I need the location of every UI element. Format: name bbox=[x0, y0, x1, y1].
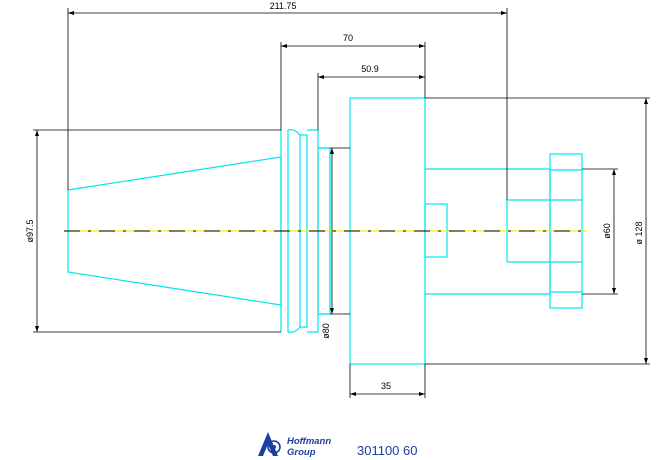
part-number: 301100 60 bbox=[357, 443, 418, 458]
dim-collar-to-end: 50.9 bbox=[361, 64, 379, 74]
dim-flange-width: 35 bbox=[381, 381, 391, 391]
logo-brand-line2: Group bbox=[287, 447, 316, 458]
hoffmann-logo: Hoffmann Group bbox=[258, 432, 331, 458]
dim-spigot-diameter: ø60 bbox=[602, 223, 612, 239]
spigot-nut-faces bbox=[506, 169, 582, 293]
dimension-lines bbox=[33, 8, 650, 398]
arrowheads bbox=[35, 11, 648, 396]
logo-brand-line1: Hoffmann bbox=[287, 436, 331, 447]
logo-mark-icon bbox=[258, 432, 281, 456]
dim-collar-diameter: ø80 bbox=[321, 323, 331, 339]
dim-taper-diameter: ø97.5 bbox=[25, 219, 35, 242]
dim-flange-to-end: 70 bbox=[343, 33, 353, 43]
dim-flange-diameter: ø 128 bbox=[634, 221, 644, 244]
dim-overall-length: 211.75 bbox=[270, 1, 297, 11]
